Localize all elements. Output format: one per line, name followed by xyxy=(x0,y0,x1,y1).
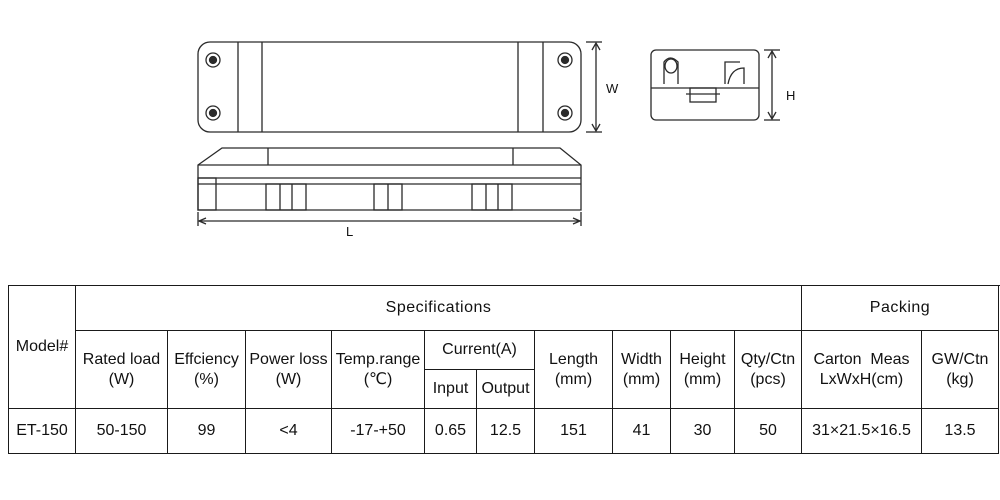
qty-ctn-header: Qty/Ctn(pcs) xyxy=(734,330,802,409)
rated-load-header: Rated load(W) xyxy=(75,330,168,409)
output-cell: 12.5 xyxy=(476,408,535,454)
rated-load-cell: 50-150 xyxy=(75,408,168,454)
length-cell: 151 xyxy=(534,408,613,454)
side-view-outline xyxy=(197,147,582,211)
length-dimension xyxy=(197,212,582,226)
power-loss-cell: <4 xyxy=(245,408,332,454)
width-label: W xyxy=(606,81,619,96)
model-header: Model# xyxy=(8,285,76,409)
power-loss-header: Power loss(W) xyxy=(245,330,332,409)
technical-drawing: W H L xyxy=(197,41,795,239)
length-header: Length(mm) xyxy=(534,330,613,409)
height-label: H xyxy=(786,88,795,103)
height-cell: 30 xyxy=(670,408,735,454)
output-header: Output xyxy=(476,369,535,409)
height-dimension xyxy=(764,49,780,121)
width-header: Width(mm) xyxy=(612,330,671,409)
input-cell: 0.65 xyxy=(424,408,477,454)
efficiency-header: Effciency(%) xyxy=(167,330,246,409)
specifications-header: Specifications xyxy=(75,285,802,331)
model-cell: ET-150 xyxy=(8,408,76,454)
top-view-outline xyxy=(197,41,582,133)
height-header: Height(mm) xyxy=(670,330,735,409)
length-label: L xyxy=(346,224,353,239)
carton-meas-cell: 31×21.5×16.5 xyxy=(801,408,922,454)
width-cell: 41 xyxy=(612,408,671,454)
gw-ctn-header: GW/Ctn(kg) xyxy=(921,330,999,409)
screw-icon xyxy=(205,52,573,121)
temp-range-header: Temp.range(℃) xyxy=(331,330,425,409)
efficiency-cell: 99 xyxy=(167,408,246,454)
width-dimension xyxy=(586,41,602,133)
specification-table: Model# Specifications Packing Rated load… xyxy=(8,285,999,454)
table-row: ET-150 50-150 99 <4 -17-+50 0.65 12.5 15… xyxy=(8,408,999,454)
input-header: Input xyxy=(424,369,477,409)
qty-ctn-cell: 50 xyxy=(734,408,802,454)
end-view-outline xyxy=(650,49,760,121)
gw-ctn-cell: 13.5 xyxy=(921,408,999,454)
current-header: Current(A) xyxy=(424,330,535,370)
packing-header: Packing xyxy=(801,285,999,331)
temp-range-cell: -17-+50 xyxy=(331,408,425,454)
